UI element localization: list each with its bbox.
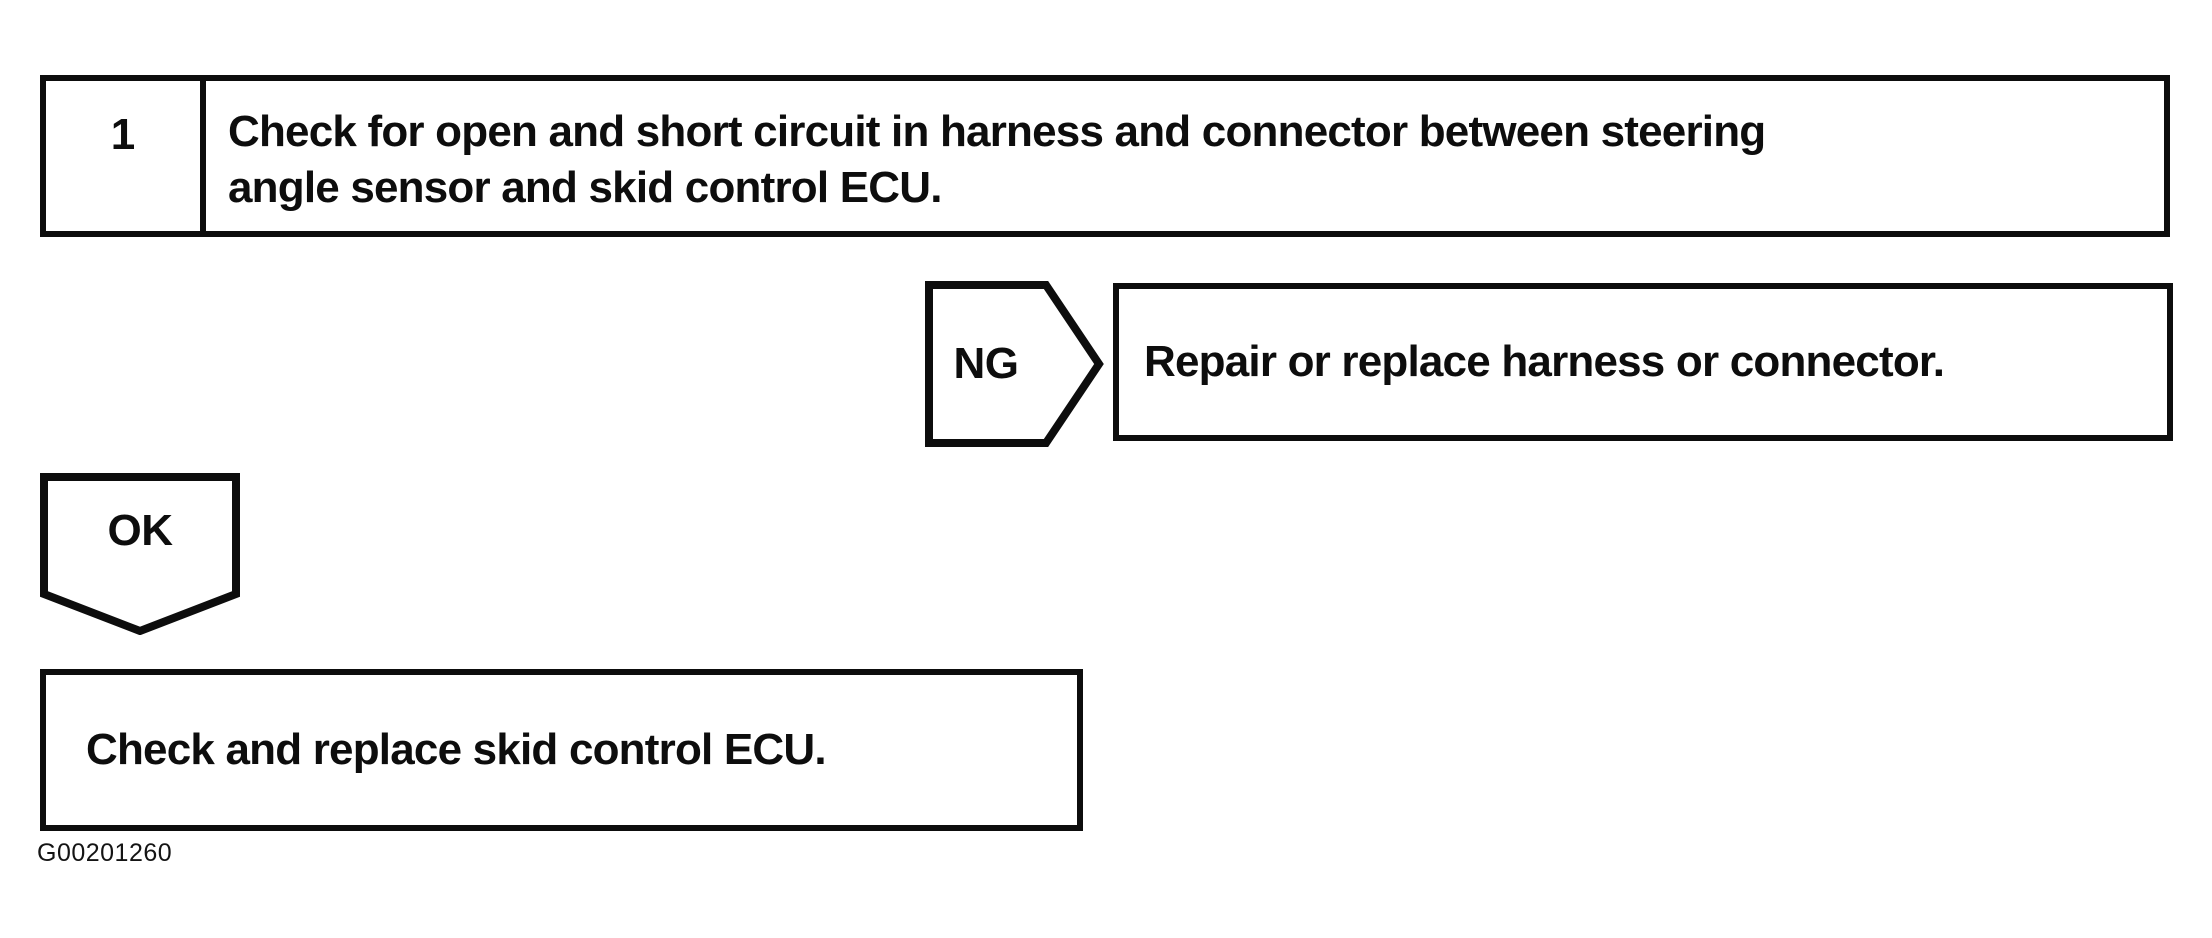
ok-connector: OK — [40, 473, 240, 635]
ng-pentagon-icon — [925, 281, 1104, 447]
figure-id: G00201260 — [37, 839, 173, 867]
step-instruction: Check for open and short circuit in harn… — [206, 81, 2164, 231]
ok-action-text: Check and replace skid control ECU. — [86, 725, 827, 774]
ng-action-text: Repair or replace harness or connector. — [1144, 337, 1945, 386]
ok-pentagon-icon — [40, 473, 240, 635]
ng-connector: NG — [925, 281, 1105, 447]
ok-label: OK — [107, 505, 174, 555]
ok-action-box: Check and replace skid control ECU. — [40, 669, 1083, 831]
ng-action-box: Repair or replace harness or connector. — [1113, 283, 2173, 441]
step-number: 1 — [46, 81, 206, 231]
ng-label: NG — [953, 339, 1020, 388]
step-box: 1 Check for open and short circuit in ha… — [40, 75, 2170, 237]
step-instruction-line-1: Check for open and short circuit in harn… — [228, 107, 1766, 156]
step-instruction-line-2: angle sensor and skid control ECU. — [228, 163, 942, 212]
